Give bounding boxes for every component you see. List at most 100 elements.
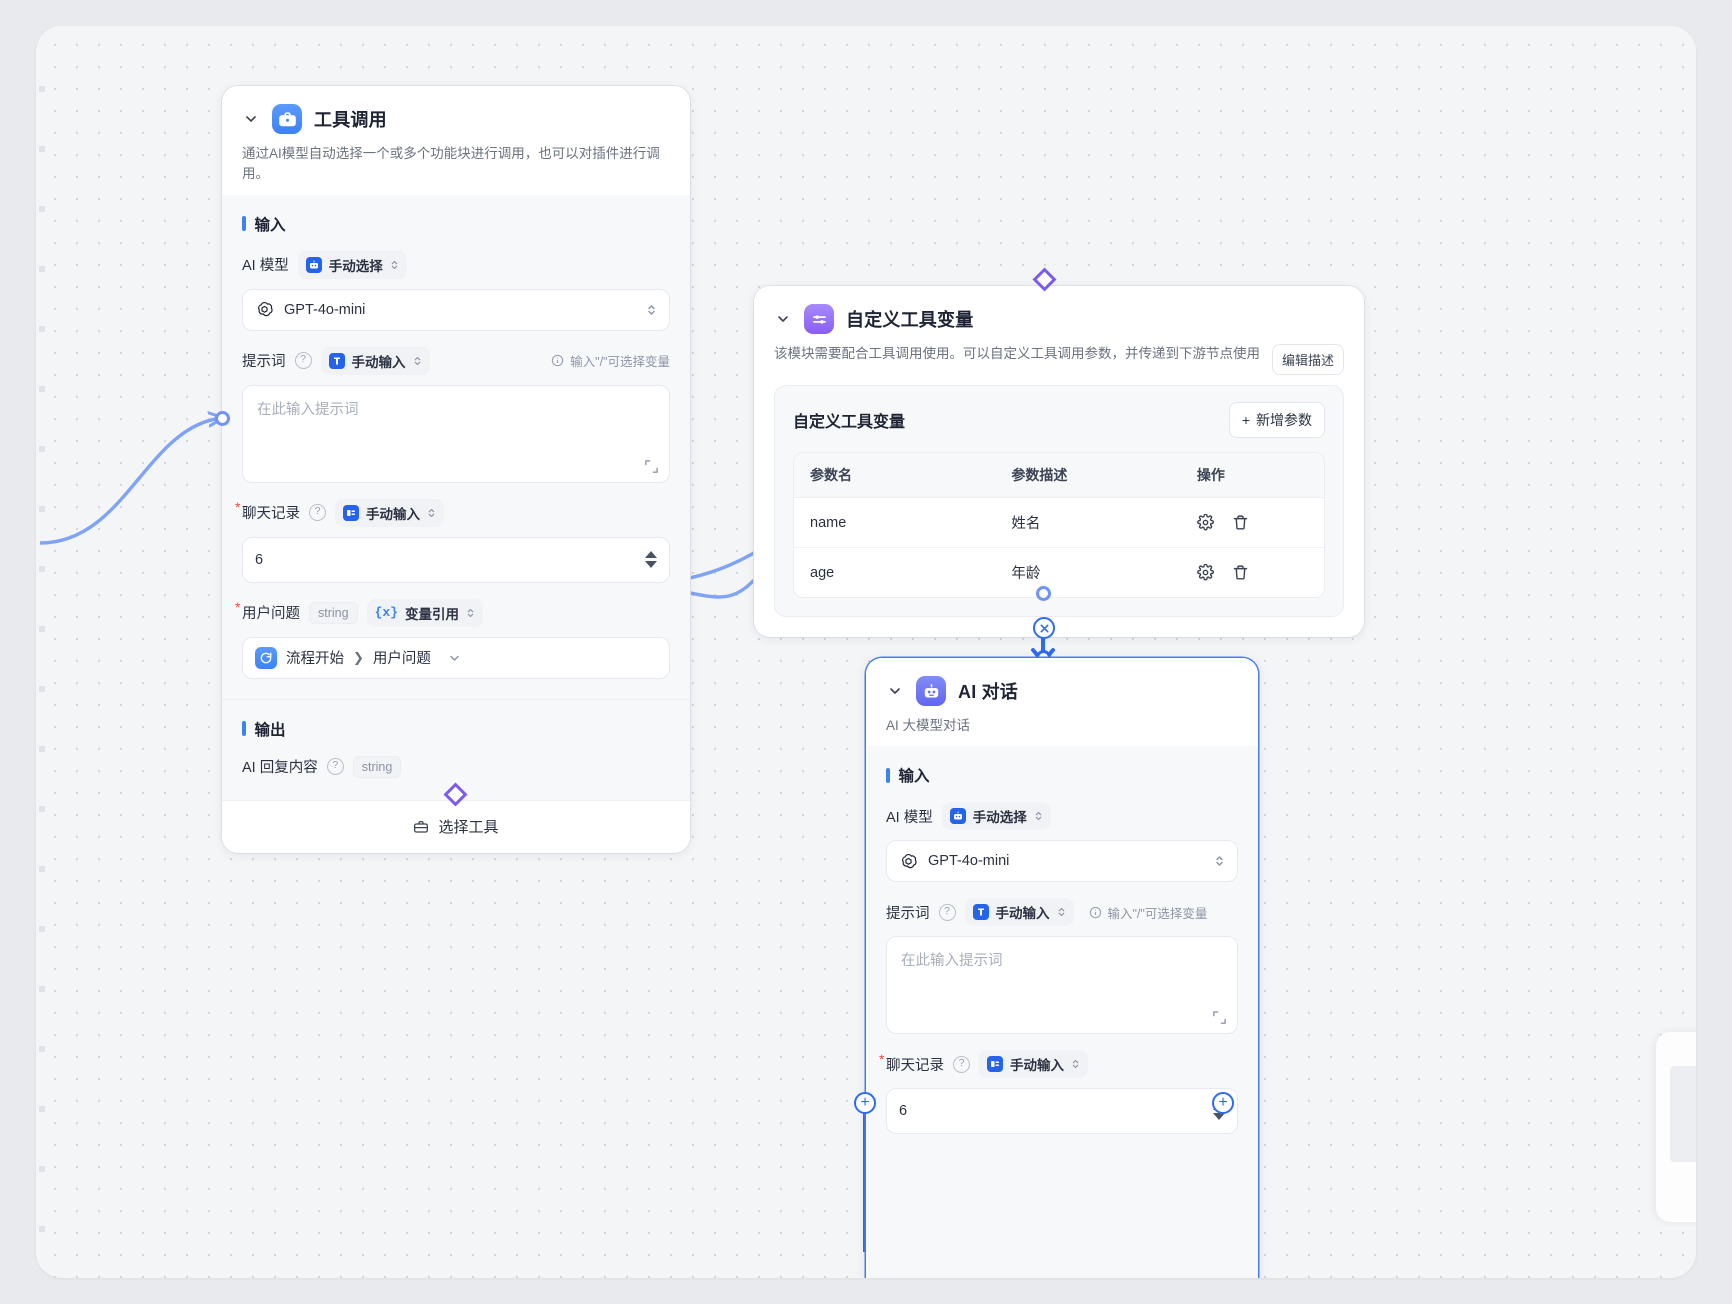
chevron-updown-icon[interactable]: [646, 302, 657, 318]
ai-chat-left-add-port[interactable]: +: [854, 1092, 876, 1114]
variables-panel: 自定义工具变量 + 新增参数 参数名 参数描述 操作: [774, 385, 1344, 617]
prompt-mode-select[interactable]: 手动输入: [964, 898, 1074, 927]
node-description: 通过AI模型自动选择一个或多个功能块进行调用，也可以对插件进行调用。: [242, 146, 660, 182]
chevron-updown-icon: [1034, 809, 1043, 823]
chevron-down-icon[interactable]: [774, 310, 792, 328]
ai-model-mode-select[interactable]: 手动选择: [297, 250, 407, 279]
trash-icon[interactable]: [1232, 514, 1249, 531]
cell-param-desc: 姓名: [995, 498, 1181, 548]
output-type-badge: string: [352, 755, 402, 778]
chevron-updown-icon[interactable]: [1214, 853, 1225, 869]
gear-icon[interactable]: [1197, 563, 1214, 581]
add-param-button[interactable]: + 新增参数: [1228, 402, 1325, 438]
ai-model-mode-select[interactable]: 手动选择: [941, 802, 1051, 831]
chat-history-mode-select[interactable]: 手动输入: [335, 498, 444, 527]
section-accent-bar: [242, 216, 246, 231]
ai-chat-right-add-port[interactable]: +: [1212, 1092, 1234, 1114]
toolbox-icon: [272, 104, 302, 134]
user-question-label: *用户问题: [235, 599, 300, 622]
prompt-label: 提示词: [886, 905, 930, 922]
variables-panel-wrap: 自定义工具变量 + 新增参数 参数名 参数描述 操作: [754, 385, 1364, 637]
edit-description-button[interactable]: 编辑描述: [1271, 344, 1344, 375]
remove-connection-button[interactable]: [1033, 617, 1055, 639]
select-tool-button[interactable]: 选择工具: [222, 799, 690, 853]
variables-table: 参数名 参数描述 操作 name 姓名: [793, 452, 1325, 598]
chat-history-mode-select[interactable]: 手动输入: [979, 1050, 1088, 1079]
help-icon[interactable]: ?: [938, 903, 956, 921]
chevron-updown-icon: [390, 258, 399, 272]
robot-icon: [305, 256, 322, 273]
chevron-down-icon[interactable]: [449, 650, 460, 666]
chat-history-number-input[interactable]: 6: [886, 1088, 1238, 1135]
chat-history-value: 6: [899, 1103, 908, 1120]
expand-icon[interactable]: [1212, 1010, 1227, 1025]
node-description: AI 大模型对话: [886, 718, 971, 733]
field-chat-history: *聊天记录 ? 手动输入: [879, 1050, 1238, 1135]
input-section: 输入 AI 模型 手动选择: [866, 746, 1258, 1278]
stepper-up-icon[interactable]: [645, 551, 657, 558]
output-section-title: 输出: [242, 718, 670, 740]
left-rail: [36, 26, 48, 1278]
help-icon[interactable]: ?: [953, 1055, 970, 1073]
prompt-textarea[interactable]: 在此输入提示词: [886, 936, 1238, 1035]
prompt-label: 提示词: [242, 354, 286, 370]
openai-icon: [255, 300, 274, 319]
chevron-down-icon[interactable]: [242, 110, 260, 128]
ai-model-select[interactable]: GPT-4o-mini: [242, 288, 670, 331]
stepper-down-icon[interactable]: [1213, 1112, 1225, 1120]
ref-field-name: 用户问题: [372, 651, 431, 667]
required-asterisk: *: [235, 499, 241, 515]
add-param-label: 新增参数: [1256, 412, 1312, 428]
node-tool-call[interactable]: 工具调用 通过AI模型自动选择一个或多个功能块进行调用，也可以对插件进行调用。 …: [222, 86, 690, 853]
variables-icon: [804, 304, 834, 334]
user-question-variable-ref[interactable]: 流程开始 ❯ 用户问题: [242, 636, 670, 679]
chevron-updown-icon: [1057, 905, 1066, 919]
help-icon[interactable]: ?: [326, 758, 344, 775]
expand-icon[interactable]: [644, 459, 659, 474]
required-asterisk: *: [879, 1050, 885, 1067]
quantity-stepper[interactable]: [645, 551, 657, 568]
chat-history-number-input[interactable]: 6: [242, 536, 670, 583]
ai-model-select[interactable]: GPT-4o-mini: [886, 840, 1238, 883]
help-icon[interactable]: ?: [294, 352, 312, 369]
chevron-updown-icon: [413, 354, 422, 368]
text-input-icon: [328, 352, 345, 369]
gear-icon[interactable]: [1197, 513, 1214, 531]
col-actions: 操作: [1180, 453, 1324, 498]
text-input-icon: [972, 904, 989, 921]
side-panel-peek[interactable]: [1656, 1032, 1696, 1222]
chevron-updown-icon: [427, 506, 436, 520]
prompt-placeholder: 在此输入提示词: [901, 953, 1003, 970]
table-row[interactable]: name 姓名: [794, 498, 1324, 548]
openai-icon: [899, 852, 918, 871]
panel-title: 自定义工具变量: [793, 414, 906, 431]
prompt-textarea[interactable]: 在此输入提示词: [242, 384, 670, 483]
chevron-down-icon[interactable]: [886, 682, 904, 700]
chat-history-label: *聊天记录: [879, 1050, 944, 1074]
tool-call-input-port[interactable]: [215, 411, 230, 426]
tool-vars-output-port[interactable]: [1036, 586, 1051, 601]
robot-icon: [949, 808, 966, 825]
prompt-placeholder: 在此输入提示词: [257, 401, 359, 418]
workflow-canvas[interactable]: 工具调用 通过AI模型自动选择一个或多个功能块进行调用，也可以对插件进行调用。 …: [36, 26, 1696, 1278]
trash-icon[interactable]: [1232, 564, 1249, 581]
col-param-name: 参数名: [794, 453, 996, 498]
chat-history-value: 6: [255, 551, 264, 568]
prompt-mode-label: 手动输入: [995, 906, 1050, 922]
chat-history-mode-label: 手动输入: [366, 506, 420, 522]
node-ai-chat[interactable]: AI 对话 AI 大模型对话 输入 AI 模型: [866, 658, 1258, 1278]
ai-model-mode-label: 手动选择: [972, 810, 1027, 826]
ai-model-value: GPT-4o-mini: [284, 301, 366, 318]
col-param-desc: 参数描述: [995, 453, 1181, 498]
node-description: 该模块需要配合工具调用使用。可以自定义工具调用参数，并传递到下游节点使用 编辑描…: [774, 344, 1344, 375]
variable-icon: {x}: [374, 605, 398, 620]
node-title: 自定义工具变量: [846, 310, 974, 330]
ref-node-name: 流程开始: [286, 651, 344, 667]
node-tool-variables[interactable]: 自定义工具变量 该模块需要配合工具调用使用。可以自定义工具调用参数，并传递到下游…: [754, 286, 1364, 637]
stepper-down-icon[interactable]: [645, 561, 657, 568]
table-row[interactable]: age 年龄: [794, 548, 1324, 597]
help-icon[interactable]: ?: [309, 504, 326, 521]
node-header: 自定义工具变量 该模块需要配合工具调用使用。可以自定义工具调用参数，并传递到下游…: [754, 286, 1364, 385]
user-question-mode-select[interactable]: {x} 变量引用: [366, 598, 483, 627]
prompt-mode-select[interactable]: 手动输入: [320, 346, 430, 375]
